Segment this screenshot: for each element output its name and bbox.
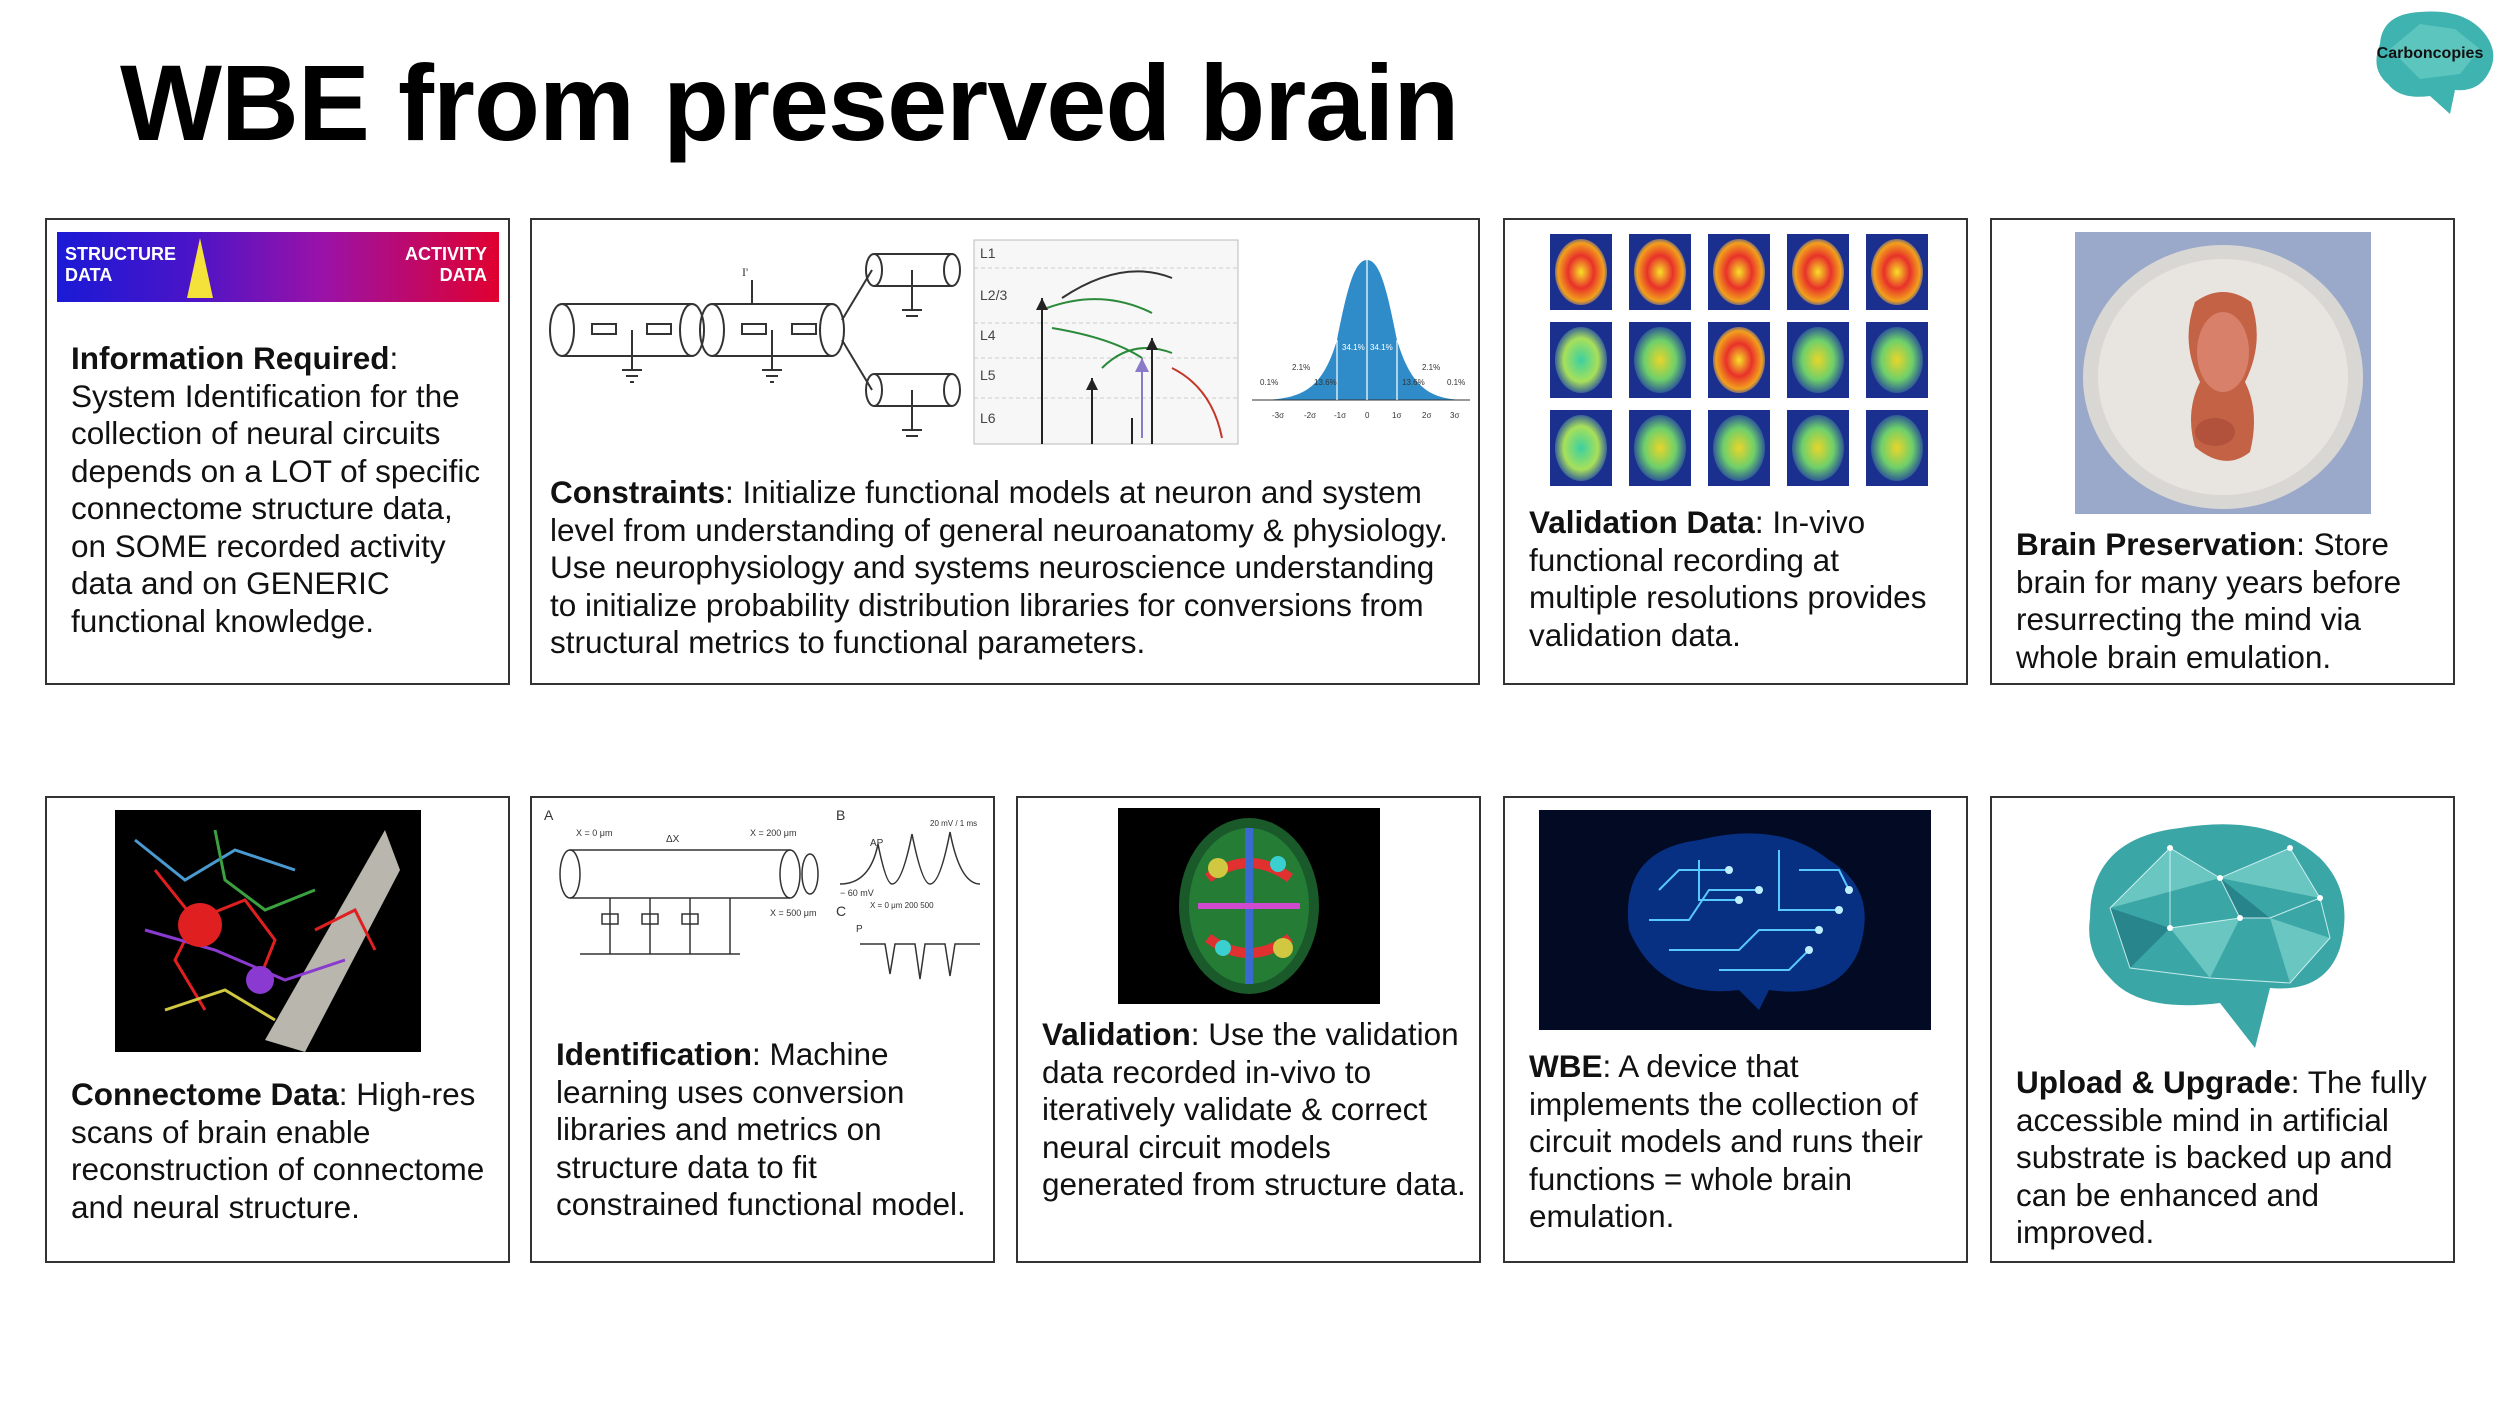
card-connectome-data: Connectome Data: High-res scans of brain…	[45, 796, 510, 1263]
card-validation-data-body: : In-vivo functional recording at multip…	[1529, 504, 1927, 653]
card-identification-heading: Identification	[556, 1036, 752, 1072]
card-validation-heading: Validation	[1042, 1016, 1191, 1052]
dist-tick-label: -3σ	[1272, 411, 1284, 420]
card-validation-data-text: Validation Data: In-vivo functional reco…	[1529, 504, 1954, 654]
bar-label-activity: ACTIVITY DATA	[404, 244, 487, 285]
x500-label: X = 500 μm	[770, 908, 816, 918]
card-constraints: I' L1 L2/3 L4 L5 L6 0.1%	[530, 218, 1480, 685]
dist-pct-label: 13.6%	[1402, 378, 1425, 387]
card-brain-preservation-body: : Store brain for many years before resu…	[2016, 526, 2402, 675]
card-information-heading: Information Required	[71, 340, 390, 376]
dist-pct-label: 0.1%	[1447, 378, 1465, 387]
bar-label-structure: STRUCTURE DATA	[65, 244, 176, 285]
xaxis-label: X = 0 μm 200 500	[870, 901, 934, 910]
dist-tick-label: 3σ	[1450, 411, 1459, 420]
dist-tick-label: -2σ	[1304, 411, 1316, 420]
panel-label-b: B	[836, 807, 845, 823]
card-constraints-text: Constraints: Initialize functional model…	[550, 474, 1465, 662]
card-information-body: : System Identification for the collecti…	[71, 340, 481, 639]
svg-text:I': I'	[742, 265, 748, 279]
panel-label-a: A	[544, 807, 554, 823]
dist-pct-label: 2.1%	[1292, 363, 1310, 372]
connectome-reconstruction-image	[115, 810, 421, 1052]
slide-title: WBE from preserved brain	[120, 42, 1459, 163]
layer-label: L1	[980, 245, 996, 261]
panel-label-c: C	[836, 903, 846, 919]
structure-activity-gradient-bar: STRUCTURE DATA ACTIVITY DATA	[57, 232, 499, 302]
pex-label: P	[856, 924, 863, 935]
dist-pct-label: 0.1%	[1260, 378, 1278, 387]
mv60-label: − 60 mV	[840, 888, 874, 898]
card-identification-body: : Machine learning uses conversion libra…	[556, 1036, 966, 1222]
card-identification: A B C X = 0 μm X = 200 μm X = 500 μm ΔX …	[530, 796, 995, 1263]
card-brain-preservation: Brain Preservation: Store brain for many…	[1990, 218, 2455, 685]
normal-distribution-figure: 0.1% 2.1% 13.6% 34.1% 34.1% 13.6% 2.1% 0…	[1252, 260, 1470, 420]
card-validation-data: Validation Data: In-vivo functional reco…	[1503, 218, 1968, 685]
card-wbe: WBE: A device that implements the collec…	[1503, 796, 1968, 1263]
dist-pct-label: 13.6%	[1314, 378, 1337, 387]
card-wbe-text: WBE: A device that implements the collec…	[1529, 1048, 1954, 1236]
card-brain-preservation-text: Brain Preservation: Store brain for many…	[2016, 526, 2441, 676]
scale-label: 20 mV / 1 ms	[930, 819, 977, 828]
dx-label: ΔX	[666, 834, 680, 845]
dist-pct-label: 2.1%	[1422, 363, 1440, 372]
card-constraints-heading: Constraints	[550, 474, 726, 510]
dist-pct-label: 34.1%	[1342, 343, 1365, 352]
card-validation-text: Validation: Use the validation data reco…	[1042, 1016, 1467, 1204]
card-brain-preservation-heading: Brain Preservation	[2016, 526, 2297, 562]
cortical-layers-figure: L1 L2/3 L4 L5 L6	[973, 239, 1239, 445]
polygon-brain-image	[2089, 824, 2345, 1048]
card-constraints-body: : Initialize functional models at neuron…	[550, 474, 1448, 660]
layer-label: L2/3	[980, 287, 1007, 303]
card-identification-text: Identification: Machine learning uses co…	[556, 1036, 981, 1224]
card-validation-data-heading: Validation Data	[1529, 504, 1755, 540]
card-wbe-heading: WBE	[1529, 1048, 1603, 1084]
layer-label: L5	[980, 367, 996, 383]
circuit-brain-image	[1539, 810, 1931, 1030]
dist-tick-label: -1σ	[1334, 411, 1346, 420]
x0-label: X = 0 μm	[576, 828, 612, 838]
card-connectome-heading: Connectome Data	[71, 1076, 339, 1112]
card-information-text: Information Required: System Identificat…	[71, 340, 496, 640]
brain-scan-grid-figure	[1550, 234, 1928, 488]
dti-brain-scan-image	[1118, 808, 1380, 1004]
card-upload-upgrade: Upload & Upgrade: The fully accessible m…	[1990, 796, 2455, 1263]
dist-tick-label: 0	[1365, 411, 1370, 420]
cable-model-figure: I'	[549, 253, 961, 437]
pointer-triangle-icon	[187, 238, 213, 298]
preserved-brain-photo	[2075, 232, 2371, 514]
card-upload-text: Upload & Upgrade: The fully accessible m…	[2016, 1064, 2441, 1252]
x200-label: X = 200 μm	[750, 828, 796, 838]
ap-label: AP	[870, 838, 884, 849]
card-information-required: STRUCTURE DATA ACTIVITY DATA Information…	[45, 218, 510, 685]
layer-label: L4	[980, 327, 996, 343]
card-validation-body: : Use the validation data recorded in-vi…	[1042, 1016, 1466, 1202]
card-wbe-body: : A device that implements the collectio…	[1529, 1048, 1923, 1234]
card-connectome-body: : High-res scans of brain enable reconst…	[71, 1076, 485, 1225]
layer-label: L6	[980, 410, 996, 426]
dist-tick-label: 1σ	[1392, 411, 1401, 420]
card-upload-body: : The fully accessible mind in artificia…	[2016, 1064, 2427, 1250]
card-connectome-text: Connectome Data: High-res scans of brain…	[71, 1076, 496, 1226]
card-upload-heading: Upload & Upgrade	[2016, 1064, 2291, 1100]
dist-tick-label: 2σ	[1422, 411, 1431, 420]
carboncopies-logo: Carboncopies	[2376, 11, 2494, 114]
cable-recording-figure: A B C X = 0 μm X = 200 μm X = 500 μm ΔX …	[544, 807, 981, 980]
logo-text: Carboncopies	[2377, 45, 2484, 62]
dist-pct-label: 34.1%	[1370, 343, 1393, 352]
card-validation: Validation: Use the validation data reco…	[1016, 796, 1481, 1263]
